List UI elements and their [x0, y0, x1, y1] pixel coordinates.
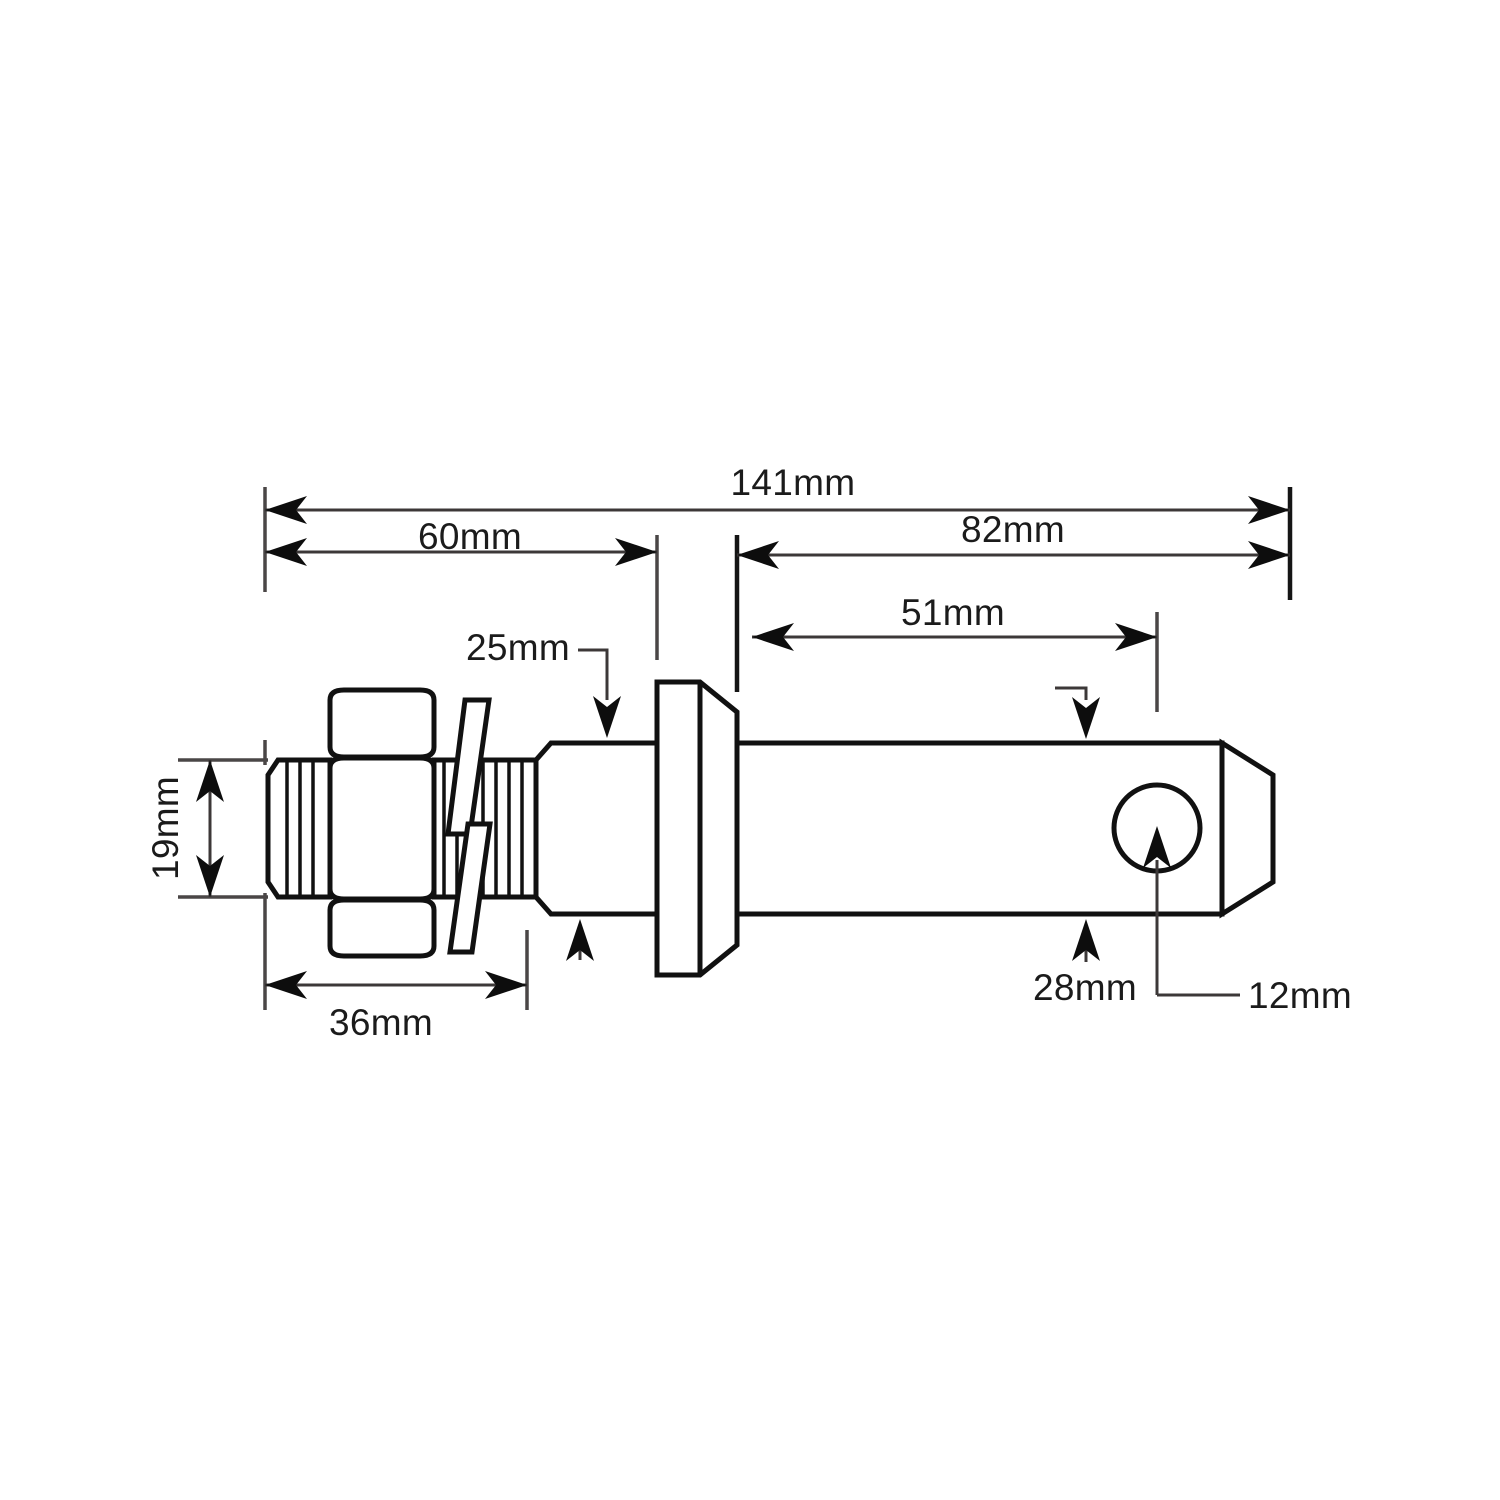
dimension-28mm: 28mm [1033, 686, 1137, 1008]
dim-141-label: 141mm [731, 462, 856, 503]
dimension-141mm: 141mm [265, 462, 1290, 524]
part-geometry [265, 679, 1276, 978]
shoulder-section [533, 740, 660, 917]
flange-collar [654, 679, 740, 978]
dim-82-label: 82mm [961, 509, 1065, 550]
dim-19-label: 19mm [145, 776, 186, 880]
dimension-25mm: 25mm [466, 627, 621, 961]
dim-25-leader [578, 648, 609, 700]
dim-60-label: 60mm [418, 516, 522, 557]
dim-25-label: 25mm [466, 627, 570, 668]
hex-nut [327, 687, 437, 959]
dimension-60mm: 60mm [265, 516, 657, 566]
dimension-19mm: 19mm [145, 760, 224, 897]
dim-51-label: 51mm [901, 592, 1005, 633]
dimension-51mm: 51mm [752, 592, 1157, 651]
dim-28-label: 28mm [1033, 967, 1137, 1008]
dimension-82mm: 82mm [737, 509, 1290, 569]
threaded-shank-left [265, 757, 333, 900]
dimension-12mm: 12mm [1143, 826, 1352, 1016]
dim-28-leader [1055, 686, 1088, 700]
spring-washer [445, 697, 493, 955]
dimension-36mm: 36mm [265, 971, 527, 1043]
chamfered-tip [1219, 738, 1276, 919]
dim-36-label: 36mm [329, 1002, 433, 1043]
extension-lines [178, 487, 1293, 1010]
dim-12-label: 12mm [1248, 975, 1352, 1016]
